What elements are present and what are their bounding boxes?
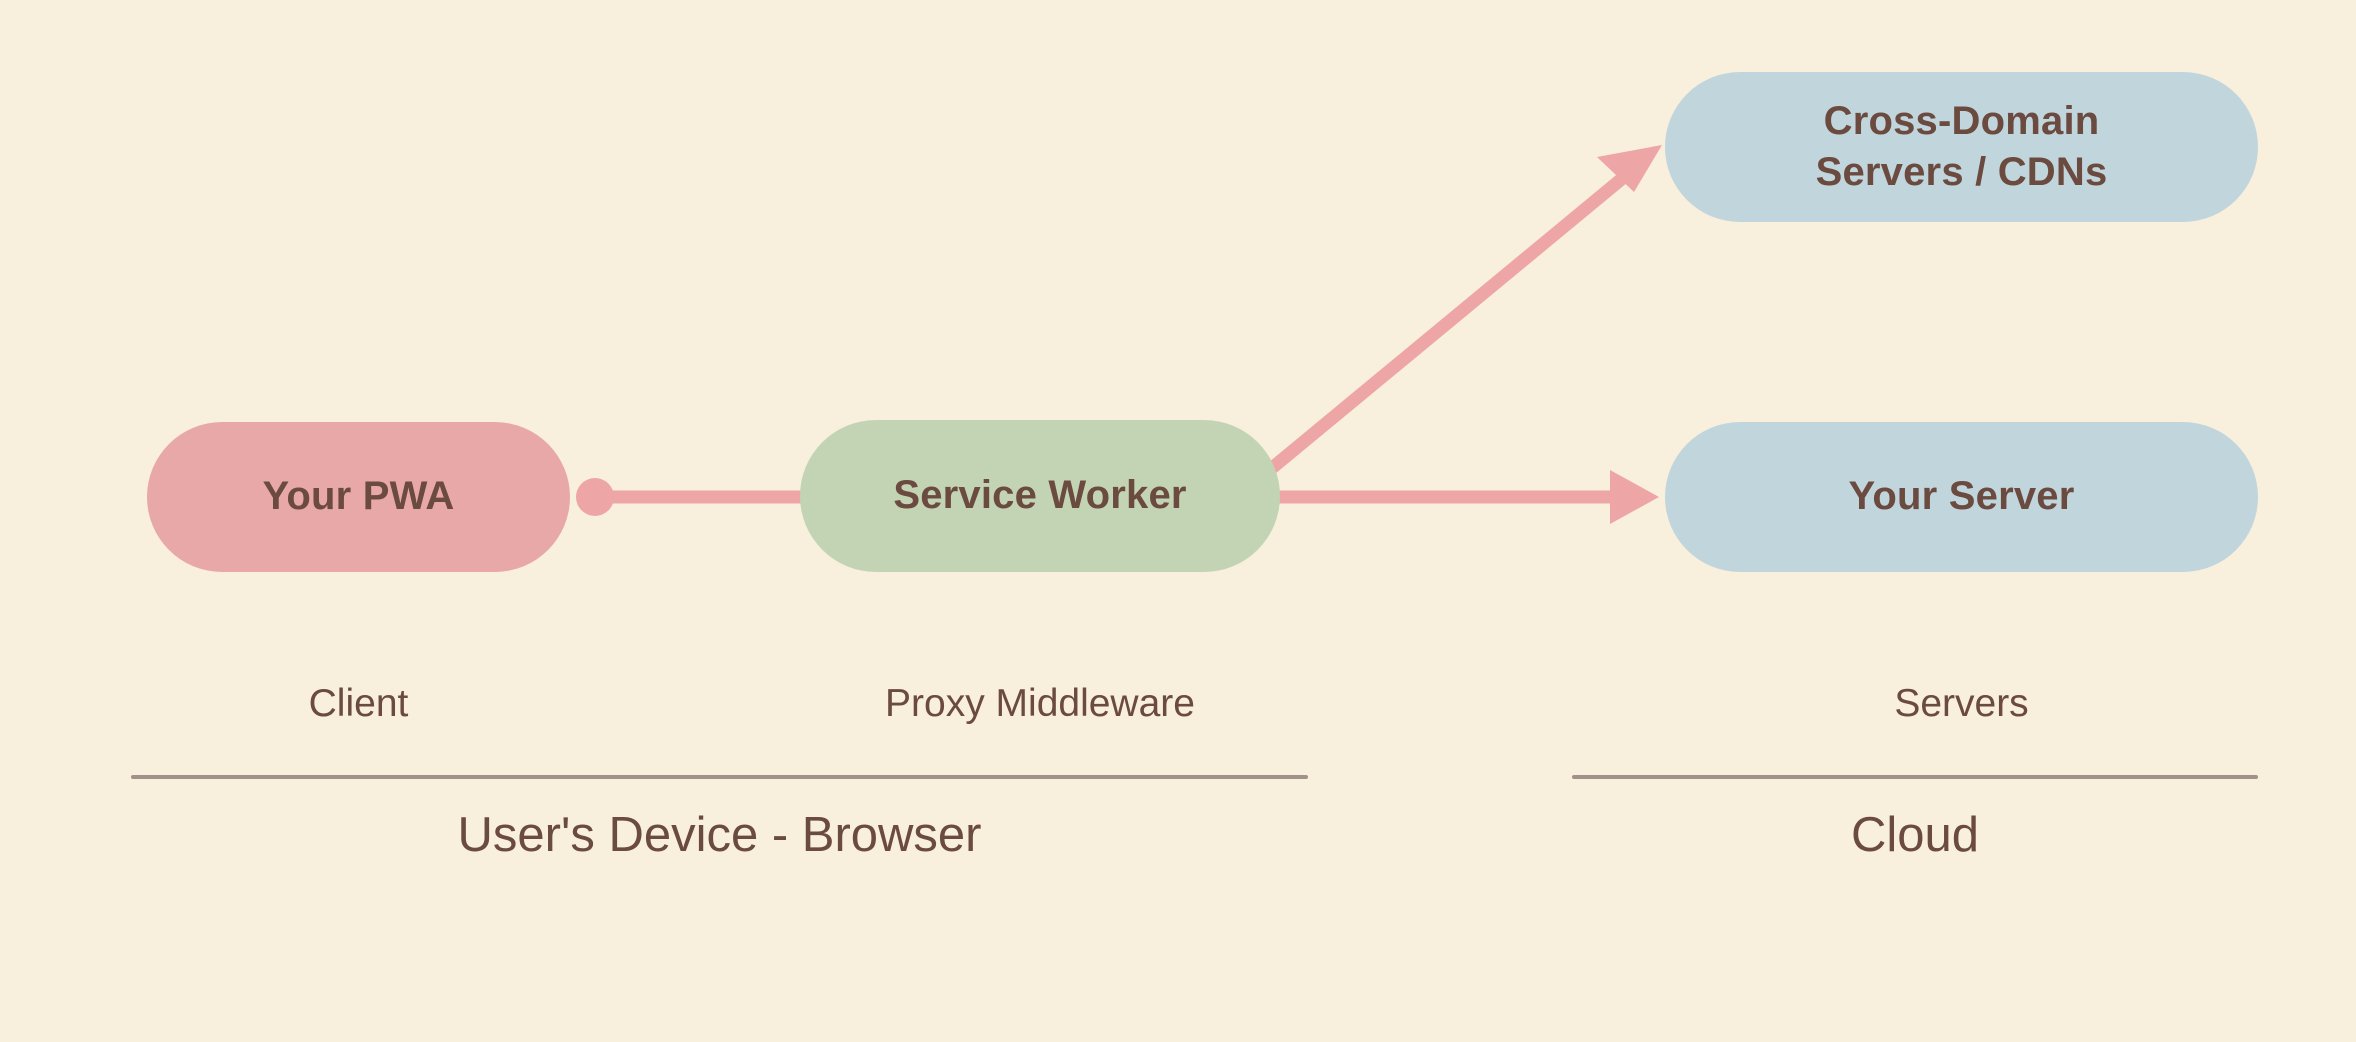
node-service-worker-label: Service Worker	[893, 473, 1187, 518]
zone-label-servers: Servers	[1894, 682, 2029, 725]
node-your-pwa[interactable]: Your PWA	[147, 422, 570, 572]
connector-service-worker-to-your-server	[1275, 470, 1659, 524]
connector-service-worker-to-cross-domain	[1267, 145, 1662, 474]
zone-title-users-device: User's Device - Browser	[457, 808, 982, 862]
node-cross-domain-line-2: Servers / CDNs	[1815, 150, 2108, 194]
zone-divider-device	[131, 775, 1308, 779]
node-your-server-label: Your Server	[1848, 474, 2075, 519]
node-your-pwa-label: Your PWA	[262, 474, 455, 519]
zone-divider-cloud	[1572, 775, 2258, 779]
zone-label-client: Client	[308, 682, 409, 725]
zone-label-proxy-middleware: Proxy Middleware	[885, 682, 1195, 725]
arrowhead-icon	[1610, 470, 1659, 524]
connector-line	[1267, 166, 1635, 474]
node-service-worker[interactable]: Service Worker	[800, 420, 1280, 572]
connector-dot-icon	[576, 478, 614, 516]
node-cross-domain-servers[interactable]: Cross-Domain Servers / CDNs	[1665, 72, 2258, 222]
node-cross-domain-line-1: Cross-Domain	[1823, 98, 2100, 143]
node-your-server[interactable]: Your Server	[1665, 422, 2258, 572]
zone-title-cloud: Cloud	[1850, 808, 1980, 862]
node-cross-domain-servers-label: Cross-Domain Servers / CDNs	[1816, 96, 2108, 198]
connector-pwa-to-service-worker	[576, 478, 806, 516]
arrowhead-icon	[1597, 145, 1662, 192]
